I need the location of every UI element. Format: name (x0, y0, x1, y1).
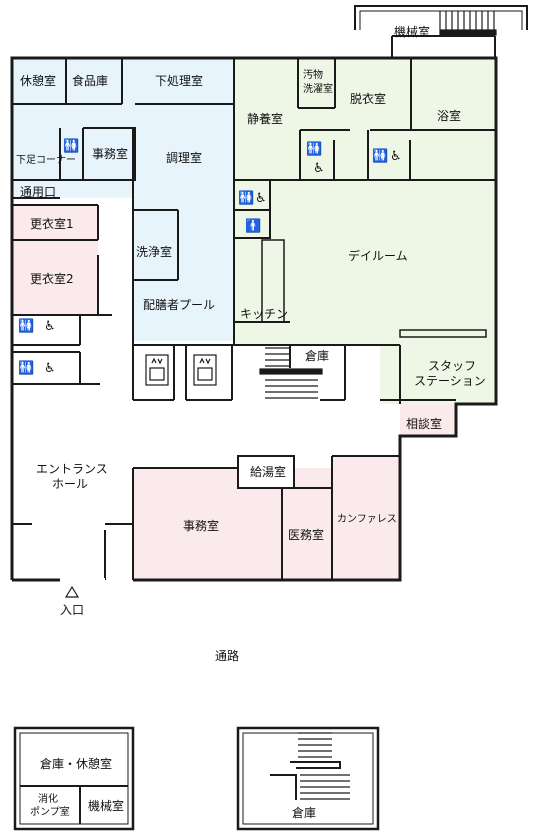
stairs-mid (259, 347, 323, 399)
stairs-icon (259, 11, 497, 800)
label-medical-room: 医務室 (288, 527, 324, 542)
zone-kitchen-blue-lower (133, 198, 234, 341)
restroom-icon: 🚻 (18, 360, 34, 376)
restroom-icon: 🚻 (18, 318, 34, 334)
zone-office-pink (133, 468, 332, 580)
label-fire-pump-line: ポンプ室 (30, 805, 70, 818)
label-conference: カンファレス (337, 513, 397, 525)
label-meal-pool: 配膳者プール (143, 297, 215, 312)
label-locker-2: 更衣室2 (30, 271, 74, 286)
label-changing-room: 脱衣室 (350, 91, 386, 106)
restroom-icon: 🚻 (306, 141, 322, 157)
label-locker-1: 更衣室1 (30, 216, 74, 231)
label-filth-laundry-line: 汚物 (303, 68, 323, 81)
label-entrance: 入口 (60, 603, 84, 617)
label-storage-rest: 倉庫・休憩室 (40, 756, 112, 771)
wheelchair-icon: ♿ (390, 149, 402, 164)
zone-locker-pink (12, 205, 98, 315)
walls (10, 5, 528, 831)
zone-fills (12, 58, 496, 580)
wheelchair-icon: ♿ (255, 191, 267, 206)
restroom-icon: 🚻 (63, 138, 79, 154)
zone-kettle-white (238, 456, 294, 488)
label-washing-room: 洗浄室 (136, 244, 172, 259)
label-machine-room-top: 機械室 (394, 24, 430, 39)
zone-conference-pink (332, 456, 400, 580)
wheelchair-icon: ♿ (44, 319, 56, 334)
label-entrance-hall-line: エントランス (36, 462, 108, 476)
label-filth-laundry: 汚物 洗濯室 (303, 68, 333, 95)
restroom-icons: 🚻 🚻 ♿ 🚹 🚻 ♿ 🚻 ♿ 🚻 ♿ 🚻 ♿ (18, 138, 402, 376)
restroom-icon: 🚻 (372, 148, 388, 164)
label-prep-room: 下処理室 (155, 73, 203, 88)
wheelchair-icon: ♿ (313, 161, 325, 176)
label-staff-station-line: スタッフ (428, 359, 476, 373)
label-passage: 通路 (215, 648, 239, 663)
label-entrance-hall: エントランス ホール (36, 462, 112, 491)
label-storage-mid: 倉庫 (305, 348, 329, 363)
label-day-room: デイルーム (348, 248, 408, 263)
label-kettle-room: 給湯室 (250, 464, 286, 479)
restroom-icon: 🚻 (238, 190, 254, 206)
label-shoe-corner: 下足コーナー (16, 154, 76, 166)
label-fire-pump: 消化 ポンプ室 (30, 792, 70, 818)
stairs-bottom (298, 732, 350, 800)
stairs-top (439, 11, 497, 36)
label-food-storage: 食品庫 (72, 73, 108, 88)
label-storage-bottom: 倉庫 (292, 805, 316, 820)
label-machine-room-bottom: 機械室 (88, 798, 124, 813)
room-labels: 機械室 休憩室 食品庫 下処理室 汚物 洗濯室 脱衣室 浴室 静養室 事務室 下… (16, 24, 486, 820)
label-kitchenette: キッチン (240, 307, 288, 321)
label-staff-station: スタッフ ステーション (414, 359, 486, 388)
label-filth-laundry-line: 洗濯室 (303, 82, 333, 95)
restroom-icon: 🚹 (245, 218, 261, 234)
label-quiet-room: 静養室 (247, 111, 283, 126)
zone-consult-pink (400, 404, 456, 436)
elevator-icon (145, 354, 217, 386)
label-office-main: 事務室 (183, 518, 219, 533)
zone-care-green (234, 58, 496, 346)
label-cooking-room: 調理室 (166, 150, 202, 165)
label-rest-room: 休憩室 (20, 73, 56, 88)
label-entrance-hall-line: ホール (52, 477, 88, 491)
entrance-triangle-icon (64, 585, 80, 598)
label-service-entrance: 通用口 (20, 185, 56, 199)
label-office-small: 事務室 (92, 146, 128, 161)
label-consultation: 相談室 (406, 416, 442, 431)
label-staff-station-line: ステーション (414, 374, 486, 388)
label-bath-room: 浴室 (437, 108, 461, 123)
label-fire-pump-line: 消化 (38, 792, 58, 805)
wheelchair-icon: ♿ (44, 361, 56, 376)
